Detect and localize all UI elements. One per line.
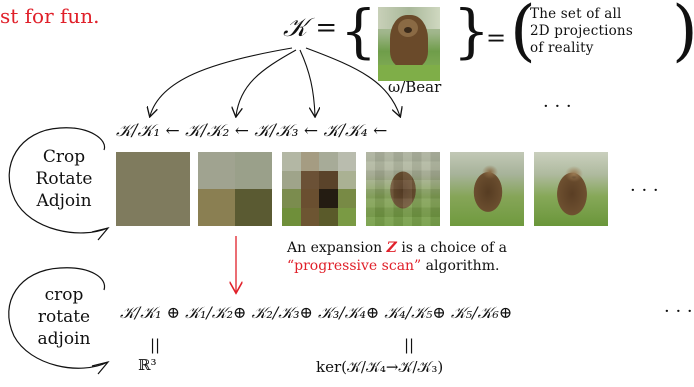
filtration-label: 𝒦/𝒦₁ ← 𝒦/𝒦₂ ← 𝒦/𝒦₃ ← 𝒦/𝒦₄ ←: [116, 121, 388, 141]
scan-image-3: [282, 152, 356, 226]
kernel-expression: ker(𝒦/𝒦₄→𝒦/𝒦₃): [316, 358, 444, 376]
crop-loop-top: [8, 127, 109, 234]
sum-ellipsis: · · ·: [664, 301, 693, 322]
scan-image-1: [116, 152, 190, 226]
left-paren: (: [510, 0, 536, 69]
direct-sum-expression: 𝒦/𝒦₁ ⊕ 𝒦₁/𝒦₂⊕ 𝒦₂/𝒦₃⊕ 𝒦₃/𝒦₄⊕ 𝒦₄/𝒦₅⊕ 𝒦₅/𝒦₆…: [120, 303, 513, 322]
loop-bottom-text: crop rotate adjoin: [37, 285, 91, 349]
right-parallel: ||: [404, 336, 415, 354]
bear-photo: [378, 7, 440, 81]
loop-top-text: Crop Rotate Adjoin: [35, 147, 93, 211]
arrow-k-to-k3: [299, 49, 315, 116]
caption-line-1: An expansion Z is a choice of a: [287, 240, 507, 256]
left-parallel: ||: [150, 336, 161, 354]
scan-image-5: [450, 152, 524, 226]
scan-image-6: [534, 152, 608, 226]
equals-sign: =: [486, 24, 507, 52]
ellipsis-row: · · ·: [630, 180, 659, 201]
scan-image-2: [198, 152, 272, 226]
arrow-k-to-k4: [305, 47, 400, 116]
k-equals: 𝒦 =: [283, 13, 338, 43]
description-text: The set of all 2D projections of reality: [530, 6, 633, 56]
intro-fragment: st for fun.: [0, 4, 100, 28]
arrow-k-to-k1: [150, 47, 293, 116]
right-paren: ): [672, 0, 694, 64]
bear-label: ω/Bear: [388, 78, 442, 96]
crop-loop-bottom: [8, 267, 109, 369]
scan-image-4: [366, 152, 440, 226]
caption-line-2: “progressive scan” algorithm.: [287, 258, 500, 274]
ellipsis-top: · · ·: [543, 96, 572, 117]
r-cubed: ℝ³: [138, 356, 157, 374]
arrow-k-to-k2: [236, 49, 297, 116]
right-curly-brace: }: [453, 0, 490, 65]
left-curly-brace: {: [340, 0, 377, 65]
